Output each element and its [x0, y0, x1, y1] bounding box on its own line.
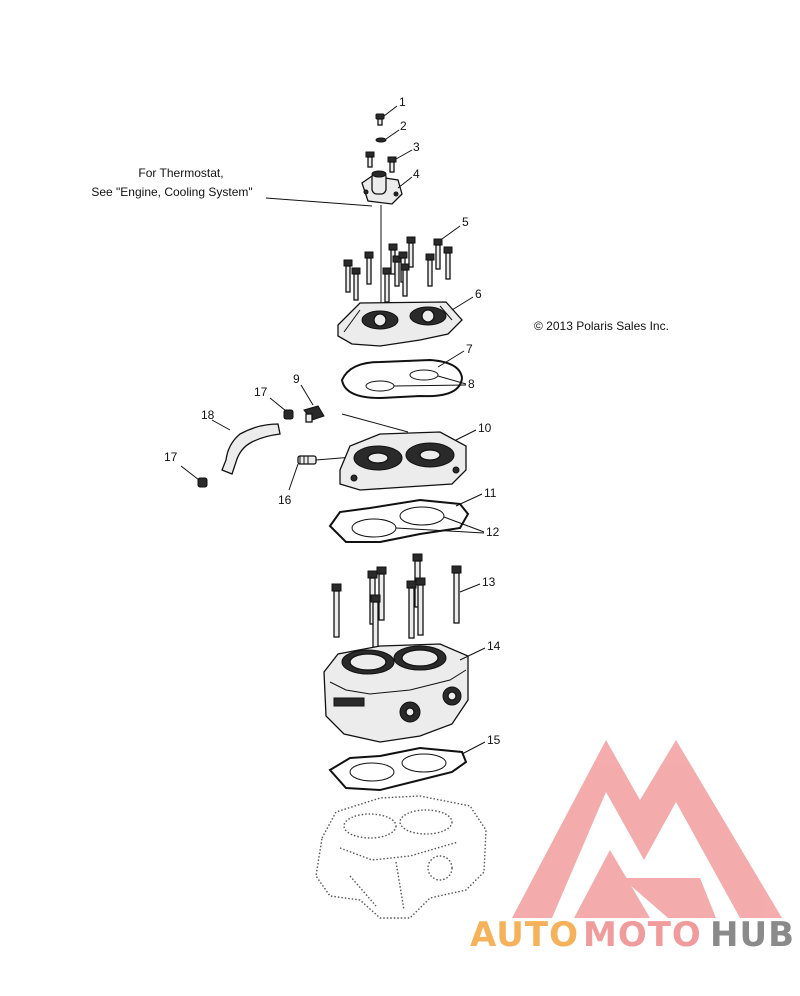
part-16-nipple: 16 [278, 455, 317, 507]
part-13-cylinder-bolts: 13 [331, 553, 496, 649]
part-4-thermostat-housing: 4 [361, 167, 420, 205]
thermostat-note-line2: See "Engine, Cooling System" [91, 185, 252, 199]
svg-text:13: 13 [482, 575, 496, 589]
svg-text:4: 4 [413, 167, 420, 181]
svg-text:2: 2 [400, 119, 407, 133]
svg-text:11: 11 [484, 486, 497, 500]
part-15-base-gasket: 15 [328, 733, 501, 792]
part-11-head-gasket: 11 [328, 486, 497, 543]
watermark-hub: HUB [710, 915, 795, 955]
mountain-logo-mark [512, 740, 782, 918]
part-1-screw: 1 [375, 95, 406, 126]
svg-text:6: 6 [475, 287, 482, 301]
crankcase-ghost [315, 795, 487, 919]
watermark-auto: AUTO [470, 915, 579, 955]
part-17-clamp-lower: 17 [164, 450, 208, 488]
svg-text:10: 10 [478, 421, 492, 435]
svg-text:12: 12 [486, 525, 500, 539]
svg-text:1: 1 [399, 95, 406, 109]
svg-text:14: 14 [487, 639, 501, 653]
thermostat-note-line1: For Thermostat, [138, 166, 223, 180]
part-17-clamp-upper: 17 [254, 385, 294, 420]
fitting-leader [341, 413, 409, 433]
part-10-cylinder-head: 10 [339, 421, 492, 491]
svg-text:5: 5 [462, 215, 469, 229]
svg-text:3: 3 [413, 140, 420, 154]
part-9-elbow-fitting: 9 [293, 372, 325, 423]
note-leader [265, 197, 373, 207]
part-8-o-rings: 8 [365, 369, 475, 392]
part-2-o-ring: 2 [375, 119, 407, 143]
part-14-cylinder-block: 14 [323, 639, 501, 743]
svg-text:8: 8 [468, 377, 475, 391]
svg-text:17: 17 [254, 385, 268, 399]
part-5-head-bolts: 5 [343, 215, 469, 303]
watermark-moto: MOTO [583, 915, 702, 955]
part-3-bolts: 3 [365, 140, 420, 173]
part-18-hose: 18 [201, 408, 281, 475]
svg-text:7: 7 [466, 342, 473, 356]
part-6-head-cover: 6 [337, 287, 482, 347]
svg-text:18: 18 [201, 408, 215, 422]
svg-text:15: 15 [487, 733, 501, 747]
copyright-text: © 2013 Polaris Sales Inc. [534, 319, 669, 333]
svg-text:17: 17 [164, 450, 178, 464]
svg-text:16: 16 [278, 493, 292, 507]
part-12-fire-rings: 12 [351, 506, 500, 539]
part-7-gasket: 7 [340, 342, 473, 400]
svg-text:9: 9 [293, 372, 300, 386]
